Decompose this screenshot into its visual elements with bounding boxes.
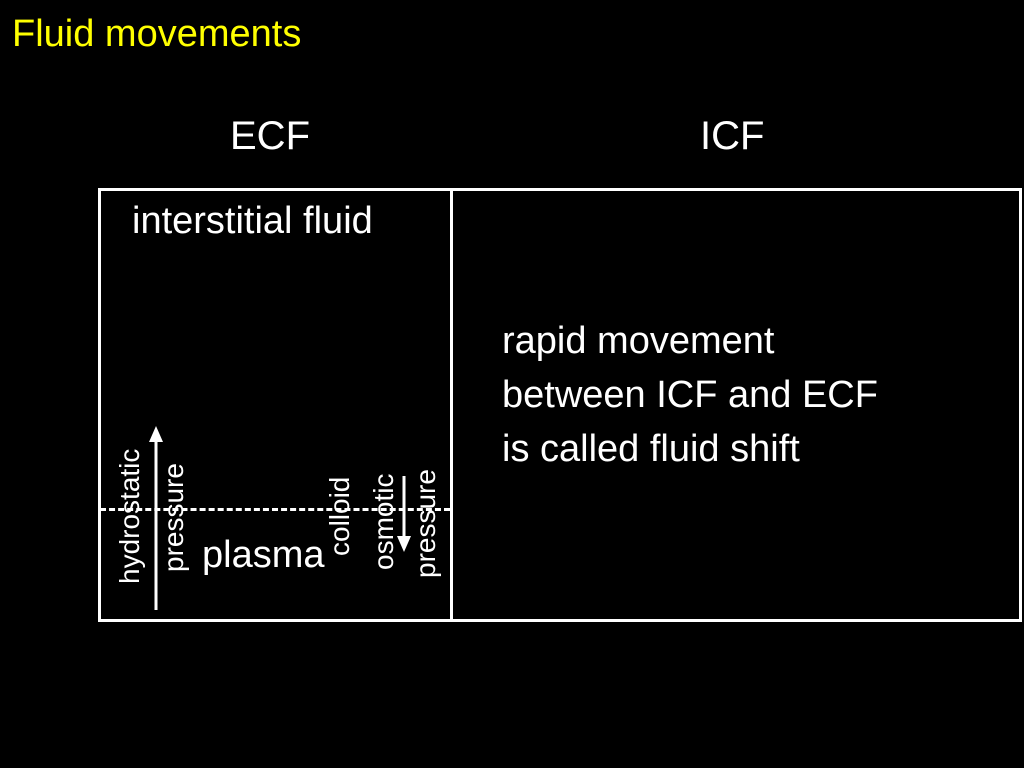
colloid-down-arrow-icon xyxy=(397,476,411,552)
hydrostatic-up-arrow-icon xyxy=(149,426,163,610)
interstitial-fluid-label: interstitial fluid xyxy=(132,200,373,242)
fluid-shift-line2: between ICF and ECF xyxy=(502,374,878,416)
capillary-wall-dashed-line xyxy=(100,508,450,511)
colloid-label-line1: colloid xyxy=(324,476,355,556)
icf-compartment xyxy=(450,188,1022,622)
fluid-shift-line3: is called fluid shift xyxy=(502,428,800,470)
fluid-shift-text: rapid movement between ICF and ECF is ca… xyxy=(502,314,878,476)
hydrostatic-label-line1: hydrostatic xyxy=(114,448,145,584)
fluid-shift-line1: rapid movement xyxy=(502,320,775,362)
icf-label: ICF xyxy=(700,114,765,158)
ecf-label: ECF xyxy=(230,114,310,158)
plasma-label: plasma xyxy=(202,534,325,576)
slide-title: Fluid movements xyxy=(12,13,302,55)
